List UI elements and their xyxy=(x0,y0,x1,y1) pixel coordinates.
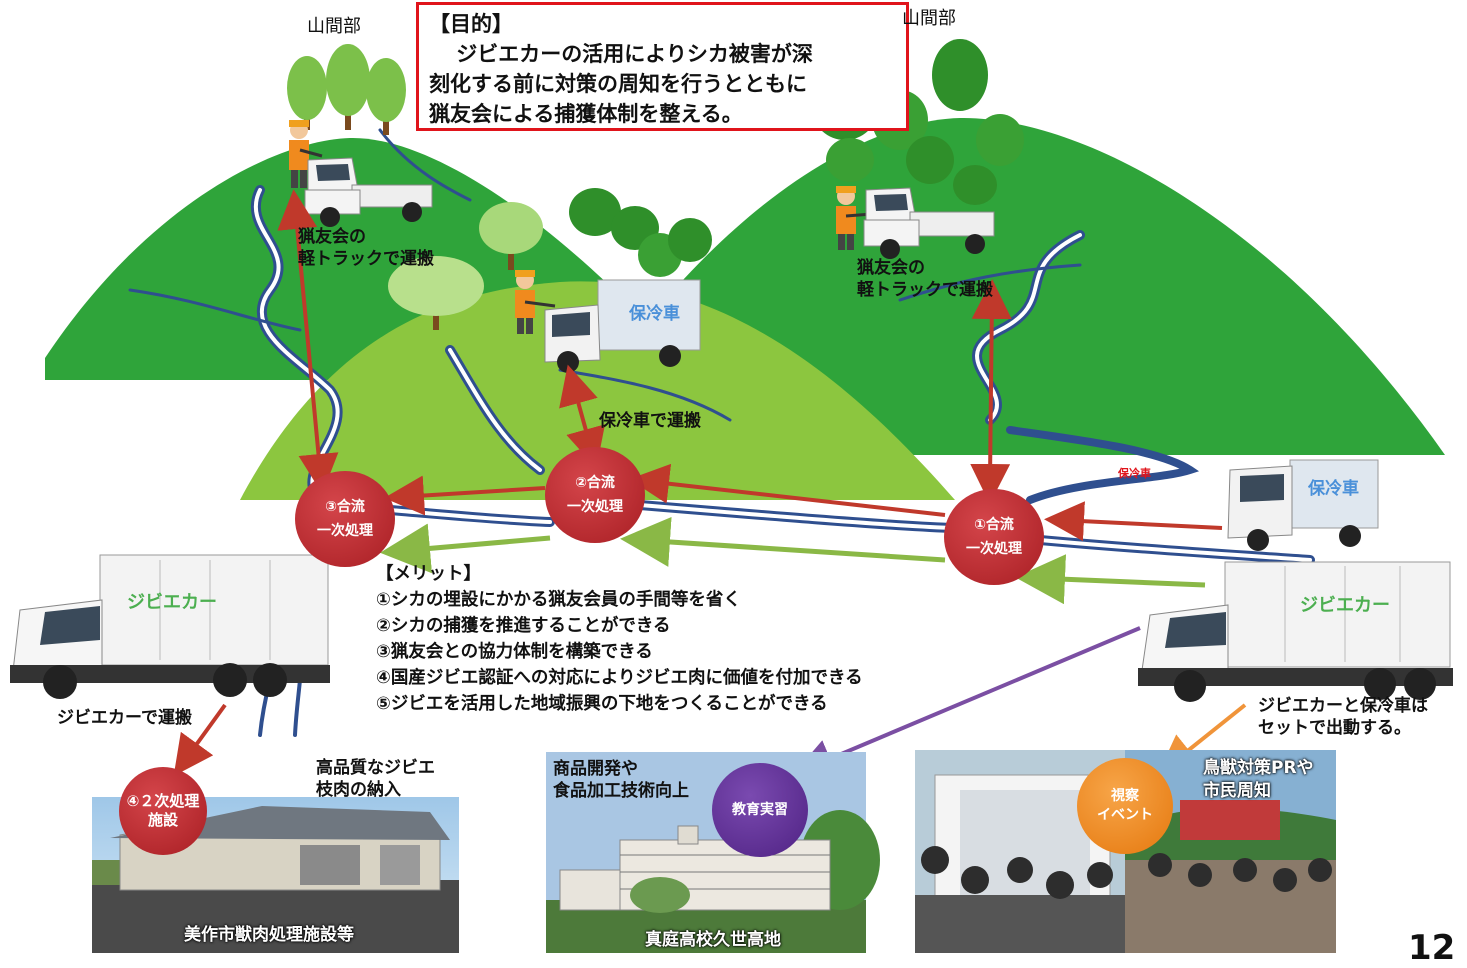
merit-item-4: ④国産ジビエ認証への対応によりジビエ肉に価値を付加できる xyxy=(376,668,863,688)
light-truck-right xyxy=(863,187,995,259)
merit-item-5: ⑤ジビエを活用した地域振興の下地をつくることができる xyxy=(376,694,828,714)
node-4-bottom: 施設 xyxy=(147,811,178,829)
purpose-box: 【目的】 ジビエカーの活用によりシカ被害が深 刻化する前に対策の周知を行うととも… xyxy=(416,2,909,131)
node-2-bottom: 一次処理 xyxy=(567,499,623,515)
light-truck-left xyxy=(304,157,433,227)
cool-truck-center xyxy=(544,279,701,373)
merits-list: 【メリット】 ①シカの埋設にかかる猟友会員の手間等を省く ②シカの捕獲を推進する… xyxy=(376,561,863,717)
set-note-line-2: セットで出動する。 xyxy=(1258,718,1411,738)
node-junction-1: ①合流 一次処理 xyxy=(944,489,1044,585)
gibier-right-sign: ジビエカー xyxy=(1300,595,1390,616)
purple-arrow xyxy=(793,626,1141,778)
gibier-car-left xyxy=(10,554,330,699)
node-2-top: ②合流 xyxy=(575,475,615,491)
page-number: 12 xyxy=(1408,928,1456,968)
purpose-line-1: ジビエカーの活用によりシカ被害が深 xyxy=(456,42,813,66)
trees-left xyxy=(287,44,406,135)
node-junction-3: ③合流 一次処理 xyxy=(295,471,395,567)
event-note-line-2: 市民周知 xyxy=(1203,781,1271,801)
school-photo xyxy=(546,752,880,953)
node-secondary-processing: ④２次処理 施設 xyxy=(119,767,207,855)
node-3-bottom: 一次処理 xyxy=(317,523,373,539)
hunter-center xyxy=(515,270,556,334)
cool-truck-sign: 保冷車 xyxy=(629,304,680,324)
facility-note-line-1: 高品質なジビエ xyxy=(316,758,435,778)
cool-vehicle-label: 保冷車で運搬 xyxy=(599,411,701,431)
merit-item-3: ③猟友会との協力体制を構築できる xyxy=(376,642,653,662)
purpose-title: 【目的】 xyxy=(429,12,513,36)
right-truck-label-1: 猟友会の xyxy=(857,258,925,278)
merit-item-1: ①シカの埋設にかかる猟友会員の手間等を省く xyxy=(376,590,741,610)
gibier-transport-label: ジビエカーで運搬 xyxy=(57,708,192,728)
cool-truck-right xyxy=(1227,459,1379,551)
small-cool-label: 保冷車 xyxy=(1118,467,1151,480)
gibier-left-sign: ジビエカー xyxy=(127,592,217,613)
hunter-right xyxy=(836,186,873,250)
node-education: 教育実習 xyxy=(712,763,808,857)
facility-caption: 美作市獣肉処理施設等 xyxy=(184,925,354,945)
node-junction-2: ②合流 一次処理 xyxy=(545,447,645,543)
purpose-line-2: 刻化する前に対策の周知を行うとともに xyxy=(429,72,807,96)
hunter-left xyxy=(289,120,323,188)
trees-center xyxy=(388,188,712,330)
gibier-car-right xyxy=(1138,561,1453,702)
cool-truck-right-sign: 保冷車 xyxy=(1308,479,1359,499)
mountain-label-right: 山間部 xyxy=(902,8,956,29)
purpose-line-3: 猟友会による捕獲体制を整える。 xyxy=(429,102,743,126)
school-note-line-2: 食品加工技術向上 xyxy=(553,781,689,801)
node-event-bottom: イベント xyxy=(1097,807,1153,823)
facility-photo xyxy=(92,797,459,953)
node-1-top: ①合流 xyxy=(974,517,1014,533)
merits-title: 【メリット】 xyxy=(376,564,481,584)
node-education-label: 教育実習 xyxy=(732,802,788,818)
right-truck-label-2: 軽トラックで運搬 xyxy=(857,280,993,300)
red-arrows xyxy=(173,189,1223,776)
green-arrows xyxy=(380,517,1206,605)
school-caption: 真庭高校久世高地 xyxy=(645,930,781,950)
facility-note-line-2: 枝肉の納入 xyxy=(316,780,401,800)
event-note-line-1: 鳥獣対策PRや xyxy=(1203,758,1314,778)
node-event-top: 視察 xyxy=(1111,788,1139,804)
school-note-line-1: 商品開発や xyxy=(553,759,638,779)
merit-item-2: ②シカの捕獲を推進することができる xyxy=(376,616,671,636)
node-1-bottom: 一次処理 xyxy=(966,541,1022,557)
node-event: 視察 イベント xyxy=(1077,758,1173,854)
mountain-label-left: 山間部 xyxy=(307,16,361,37)
left-truck-label-1: 猟友会の xyxy=(298,227,366,247)
left-truck-label-2: 軽トラックで運搬 xyxy=(298,249,434,269)
node-4-top: ④２次処理 xyxy=(126,792,200,810)
node-3-top: ③合流 xyxy=(325,499,365,515)
set-note-line-1: ジビエカーと保冷車は xyxy=(1258,696,1428,716)
